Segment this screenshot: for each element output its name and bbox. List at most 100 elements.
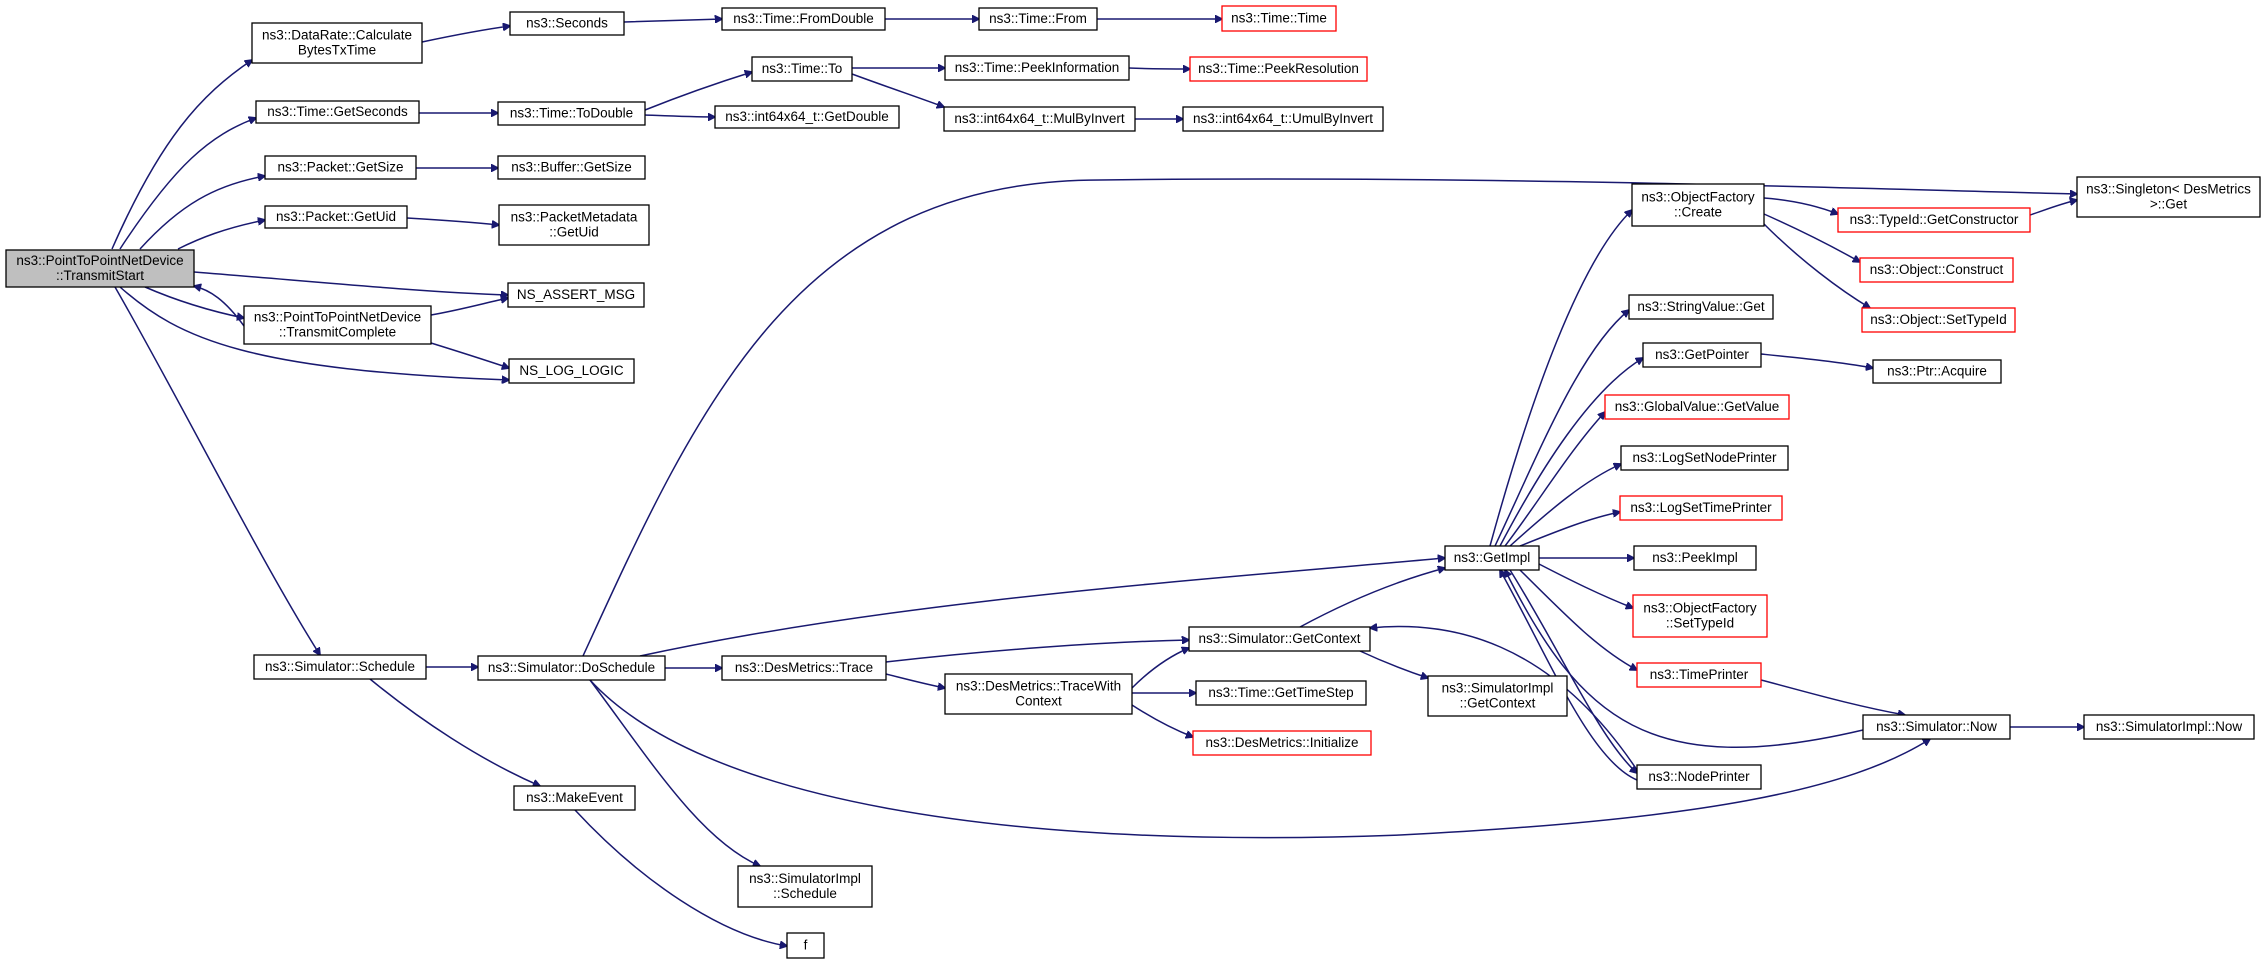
node-simimpl-getcontext[interactable]: ns3::SimulatorImpl::GetContext xyxy=(1427,675,1568,717)
node-time-fromdouble[interactable]: ns3::Time::FromDouble xyxy=(721,7,886,31)
node-box xyxy=(1189,56,1368,82)
node-label: ns3::TimePrinter xyxy=(1650,667,1749,682)
node-simimpl-schedule[interactable]: ns3::SimulatorImpl::Schedule xyxy=(737,865,873,908)
edge-sim_doschedule-to-sim_now xyxy=(1399,739,1930,836)
edge-getimpl-to-objfactory_create xyxy=(1489,210,1632,547)
node-pm-getuid[interactable]: ns3::PacketMetadata::GetUid xyxy=(498,204,650,246)
node-i64-mulbyinvert[interactable]: ns3::int64x64_t::MulByInvert xyxy=(943,106,1136,132)
node-objfactory-settypeid[interactable]: ns3::ObjectFactory::SetTypeId xyxy=(1632,594,1768,638)
edge-objfactory_create-to-typeid_getconstructor xyxy=(1763,197,1838,214)
node-packet-getuid[interactable]: ns3::Packet::GetUid xyxy=(264,205,408,229)
node-timeprinter[interactable]: ns3::TimePrinter xyxy=(1636,662,1762,688)
edge-root-to-packet_getsize xyxy=(139,176,265,250)
node-label: ns3::Simulator::DoSchedule xyxy=(488,660,655,675)
node-label: Context xyxy=(1015,694,1062,709)
node-buffer-getsize[interactable]: ns3::Buffer::GetSize xyxy=(497,155,646,180)
node-box xyxy=(1620,445,1789,471)
node-ptr-acquire[interactable]: ns3::Ptr::Acquire xyxy=(1872,359,2002,384)
node-desmetrics-trace[interactable]: ns3::DesMetrics::Trace xyxy=(721,655,887,681)
edge-desmetrics_trace-to-desmetrics_tracewith xyxy=(885,673,945,688)
node-nodeprinter[interactable]: ns3::NodePrinter xyxy=(1636,764,1762,790)
node-label: ns3::SimulatorImpl xyxy=(749,871,861,886)
edge-p2p_transmitcomplete-to-ns_assert_msg xyxy=(430,298,508,316)
node-sim-getcontext[interactable]: ns3::Simulator::GetContext xyxy=(1188,626,1371,652)
edge-nodeprinter-to-sim_getcontext xyxy=(1370,626,1638,771)
node-sim-doschedule[interactable]: ns3::Simulator::DoSchedule xyxy=(477,655,666,681)
node-box xyxy=(1188,626,1371,652)
node-sim-now[interactable]: ns3::Simulator::Now xyxy=(1862,714,2011,740)
node-label: ns3::LogSetTimePrinter xyxy=(1630,500,1772,515)
edge-root-to-p2p_transmitcomplete xyxy=(144,286,244,318)
node-box xyxy=(1861,307,2016,333)
node-sim-schedule[interactable]: ns3::Simulator::Schedule xyxy=(253,654,427,680)
node-label: ns3::DesMetrics::Trace xyxy=(735,660,873,675)
node-label: ns3::SimulatorImpl::Now xyxy=(2096,719,2243,734)
node-typeid-getconstructor[interactable]: ns3::TypeId::GetConstructor xyxy=(1837,207,2031,233)
node-label: ns3::LogSetNodePrinter xyxy=(1632,450,1777,465)
node-objfactory-create[interactable]: ns3::ObjectFactory::Create xyxy=(1631,183,1765,227)
node-p2p-transmitcomplete[interactable]: ns3::PointToPointNetDevice::TransmitComp… xyxy=(243,305,432,345)
node-label: ns3::DesMetrics::TraceWith xyxy=(956,679,1121,694)
node-box xyxy=(1872,359,2002,384)
node-logsettimeprinter[interactable]: ns3::LogSetTimePrinter xyxy=(1619,495,1783,521)
node-root[interactable]: ns3::PointToPointNetDevice::TransmitStar… xyxy=(5,249,195,288)
node-getpointer[interactable]: ns3::GetPointer xyxy=(1642,342,1762,368)
edge-root-to-ns_assert_msg xyxy=(193,271,508,295)
node-label: ::TransmitStart xyxy=(56,268,144,283)
node-label: ns3::Simulator::Now xyxy=(1876,719,1997,734)
node-box xyxy=(1192,730,1372,756)
node-box xyxy=(1636,662,1762,688)
node-packet-getsize[interactable]: ns3::Packet::GetSize xyxy=(264,155,417,180)
edge-time_todouble-to-time_to xyxy=(644,72,752,111)
node-label: ns3::GetImpl xyxy=(1454,550,1531,565)
node-makeevent[interactable]: ns3::MakeEvent xyxy=(513,785,636,811)
node-object-settypeid[interactable]: ns3::Object::SetTypeId xyxy=(1861,307,2016,333)
node-simimpl-now[interactable]: ns3::SimulatorImpl::Now xyxy=(2083,714,2255,740)
node-ns-log-logic[interactable]: NS_LOG_LOGIC xyxy=(508,358,635,384)
node-label: ns3::Time::Time xyxy=(1231,11,1327,26)
node-ns-assert-msg[interactable]: NS_ASSERT_MSG xyxy=(507,282,645,308)
node-label: ::Schedule xyxy=(773,886,837,901)
edge-sim_doschedule-to-simimpl_schedule xyxy=(589,679,760,866)
node-time-peekinfo[interactable]: ns3::Time::PeekInformation xyxy=(944,55,1130,81)
node-label: ns3::SimulatorImpl xyxy=(1442,681,1554,696)
edge-sim_getcontext-to-simimpl_getcontext xyxy=(1359,650,1428,678)
node-time-todouble[interactable]: ns3::Time::ToDouble xyxy=(497,101,646,126)
node-label: ::TransmitComplete xyxy=(279,325,396,340)
node-box xyxy=(513,785,636,811)
node-box xyxy=(1427,675,1568,717)
node-singleton-get[interactable]: ns3::Singleton< DesMetrics>::Get xyxy=(2076,176,2261,218)
node-box xyxy=(1221,5,1337,32)
node-time-peekres[interactable]: ns3::Time::PeekResolution xyxy=(1189,56,1368,82)
node-object-construct[interactable]: ns3::Object::Construct xyxy=(1859,257,2014,283)
node-time-from[interactable]: ns3::Time::From xyxy=(978,7,1098,31)
node-i64-getdouble[interactable]: ns3::int64x64_t::GetDouble xyxy=(714,105,900,129)
node-box xyxy=(1633,545,1757,571)
node-time-gettimestep[interactable]: ns3::Time::GetTimeStep xyxy=(1195,680,1367,706)
node-time-getseconds[interactable]: ns3::Time::GetSeconds xyxy=(255,100,420,124)
node-label: ns3::Time::GetSeconds xyxy=(267,104,408,119)
node-seconds[interactable]: ns3::Seconds xyxy=(509,11,625,36)
edge-getpointer-to-ptr_acquire xyxy=(1760,353,1873,368)
edge-objfactory_create-to-object_settypeid xyxy=(1763,223,1870,308)
node-stringvalue-get[interactable]: ns3::StringValue::Get xyxy=(1628,294,1774,320)
edge-desmetrics_tracewith-to-desmetrics_initialize xyxy=(1131,704,1193,737)
node-logsetnodeprinter[interactable]: ns3::LogSetNodePrinter xyxy=(1620,445,1789,471)
node-f[interactable]: f xyxy=(786,932,825,959)
node-label: ns3::Packet::GetSize xyxy=(277,160,403,175)
edge-root-to-packet_getuid xyxy=(177,220,265,250)
node-globalvalue-getvalue[interactable]: ns3::GlobalValue::GetValue xyxy=(1604,394,1790,420)
node-time-time[interactable]: ns3::Time::Time xyxy=(1221,5,1337,32)
node-box xyxy=(264,205,408,229)
node-getimpl[interactable]: ns3::GetImpl xyxy=(1444,545,1540,571)
node-peekimpl[interactable]: ns3::PeekImpl xyxy=(1633,545,1757,571)
edge-getimpl-to-logsettimeprinter xyxy=(1519,512,1620,547)
node-desmetrics-initialize[interactable]: ns3::DesMetrics::Initialize xyxy=(1192,730,1372,756)
node-time-to[interactable]: ns3::Time::To xyxy=(751,56,853,82)
node-box xyxy=(497,155,646,180)
node-i64-umulbyinvert[interactable]: ns3::int64x64_t::UmulByInvert xyxy=(1182,106,1384,132)
node-label: ns3::DesMetrics::Initialize xyxy=(1205,735,1358,750)
node-label: ns3::Time::To xyxy=(762,61,843,76)
